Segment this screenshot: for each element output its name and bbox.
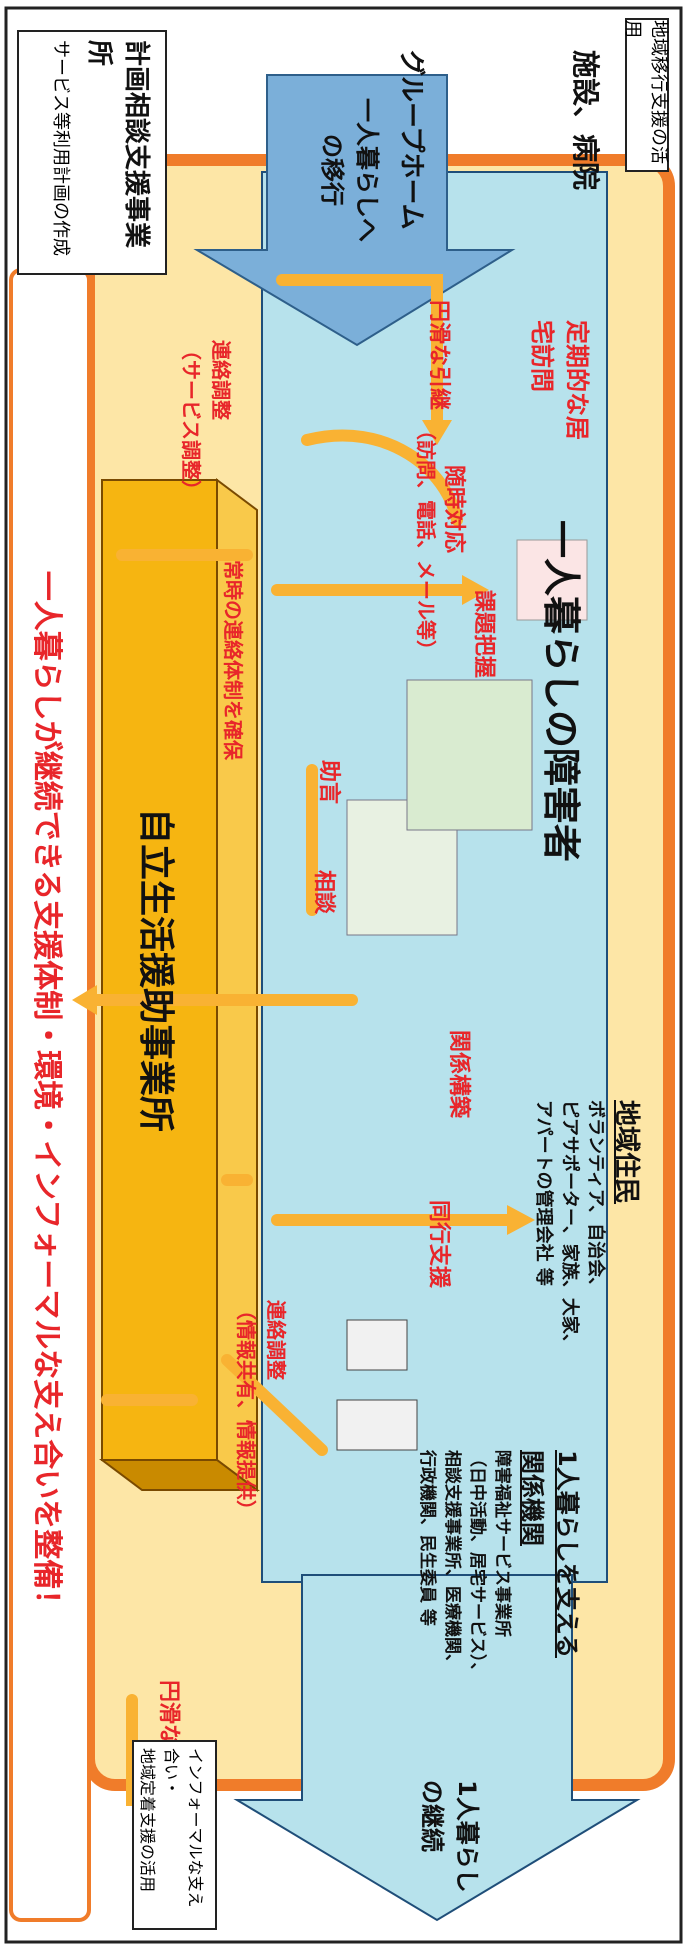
zuiji-sub-text: （訪問、電話、メール等）: [414, 420, 438, 660]
doukou-text: 同行支援: [426, 1200, 451, 1289]
teiki-text: 定期的な居宅訪問: [528, 320, 591, 440]
jogen-text: 助言: [316, 760, 341, 805]
zuiji-text: 随時対応: [441, 465, 466, 554]
center-label: 自立生活援助事業所: [135, 807, 177, 1132]
person-img-frame: [346, 799, 458, 936]
office-img-frame: [336, 1399, 418, 1451]
continuation-arrow: [233, 1574, 641, 1922]
soudan-text: 相談: [311, 870, 336, 915]
kikan-line-2: （日中活動、居宅サービス）、: [467, 1450, 487, 1680]
kikan-line-4: 行政機関、民生委員 等: [417, 1450, 437, 1626]
gh-text: グループホーム: [396, 50, 426, 230]
chiiki-line-2: ピアサポーター、家族、大家、: [559, 1100, 580, 1352]
keikaku-title: 計画相談支援事業所: [84, 40, 151, 249]
bubble-line-2: 地域定着支援の活用: [138, 1748, 157, 1893]
banner-text: 一人暮らしが継続できる支援体制・環境・インフォーマルな支え合いを整備！: [29, 570, 64, 1620]
bubble-line-1: インフォーマルな支え合い・: [162, 1748, 205, 1908]
renraku-service: 連絡調整: [209, 340, 233, 420]
jousui-text: 常時の連絡体制を確保: [221, 560, 245, 760]
keikaku-sub: サービス等利用計画の作成: [50, 40, 71, 256]
keikaku-box: 計画相談支援事業所 サービス等利用計画の作成: [17, 30, 167, 275]
ikou-label-box: 地域移行支援の活用: [622, 18, 669, 172]
informal-bubble: インフォーマルな支え合い・ 地域定着支援の活用: [132, 1740, 217, 1930]
kankei-text: 関係構築: [446, 1030, 471, 1119]
chiiki-title: 地域住民: [611, 1100, 641, 1205]
person-title: 一人暮らしの障害者: [539, 520, 583, 863]
hospital-img-frame: [346, 1319, 408, 1371]
kikan-title-2: 関係機関: [518, 1450, 546, 1546]
kikan-line-3: 相談支援事業所、医療機関、: [442, 1450, 462, 1671]
renraku-info: 連絡調整: [264, 1300, 288, 1380]
kadai-text: 課題把握: [471, 590, 496, 679]
visitor-img-frame: [516, 539, 588, 621]
kikan-title-1: 1人暮らしを支える: [553, 1450, 581, 1658]
renraku-info-sub: （情報共有、情報提供）: [234, 1300, 258, 1520]
ikou-arrow-text: 一人暮らしへの移行: [318, 98, 381, 242]
ikou-label: 地域移行支援の活用: [622, 20, 669, 164]
smooth-handoff-1: 円滑な引継: [426, 300, 451, 411]
kikan-block: 1人暮らしを支える 関係機関 障害福祉サービス事業所 （日中活動、居宅サービス）…: [417, 1450, 587, 1710]
chiiki-line-3: アパートの管理会社 等: [533, 1100, 554, 1286]
renraku-service-sub: （サービス調整）: [179, 340, 203, 500]
shisetsu-text: 施設、病院: [569, 50, 602, 191]
chiiki-line-1: ボランティア、自治会、: [585, 1100, 606, 1296]
center-box-front: [101, 479, 218, 1461]
apartment-img-frame: [406, 679, 533, 831]
chiiki-block: 地域住民 ボランティア、自治会、 ピアサポーター、家族、大家、 アパートの管理会…: [532, 1100, 647, 1400]
keizoku-text: 1人暮らしの継続: [418, 1780, 481, 1893]
kikan-line-1: 障害福祉サービス事業所: [492, 1450, 512, 1637]
